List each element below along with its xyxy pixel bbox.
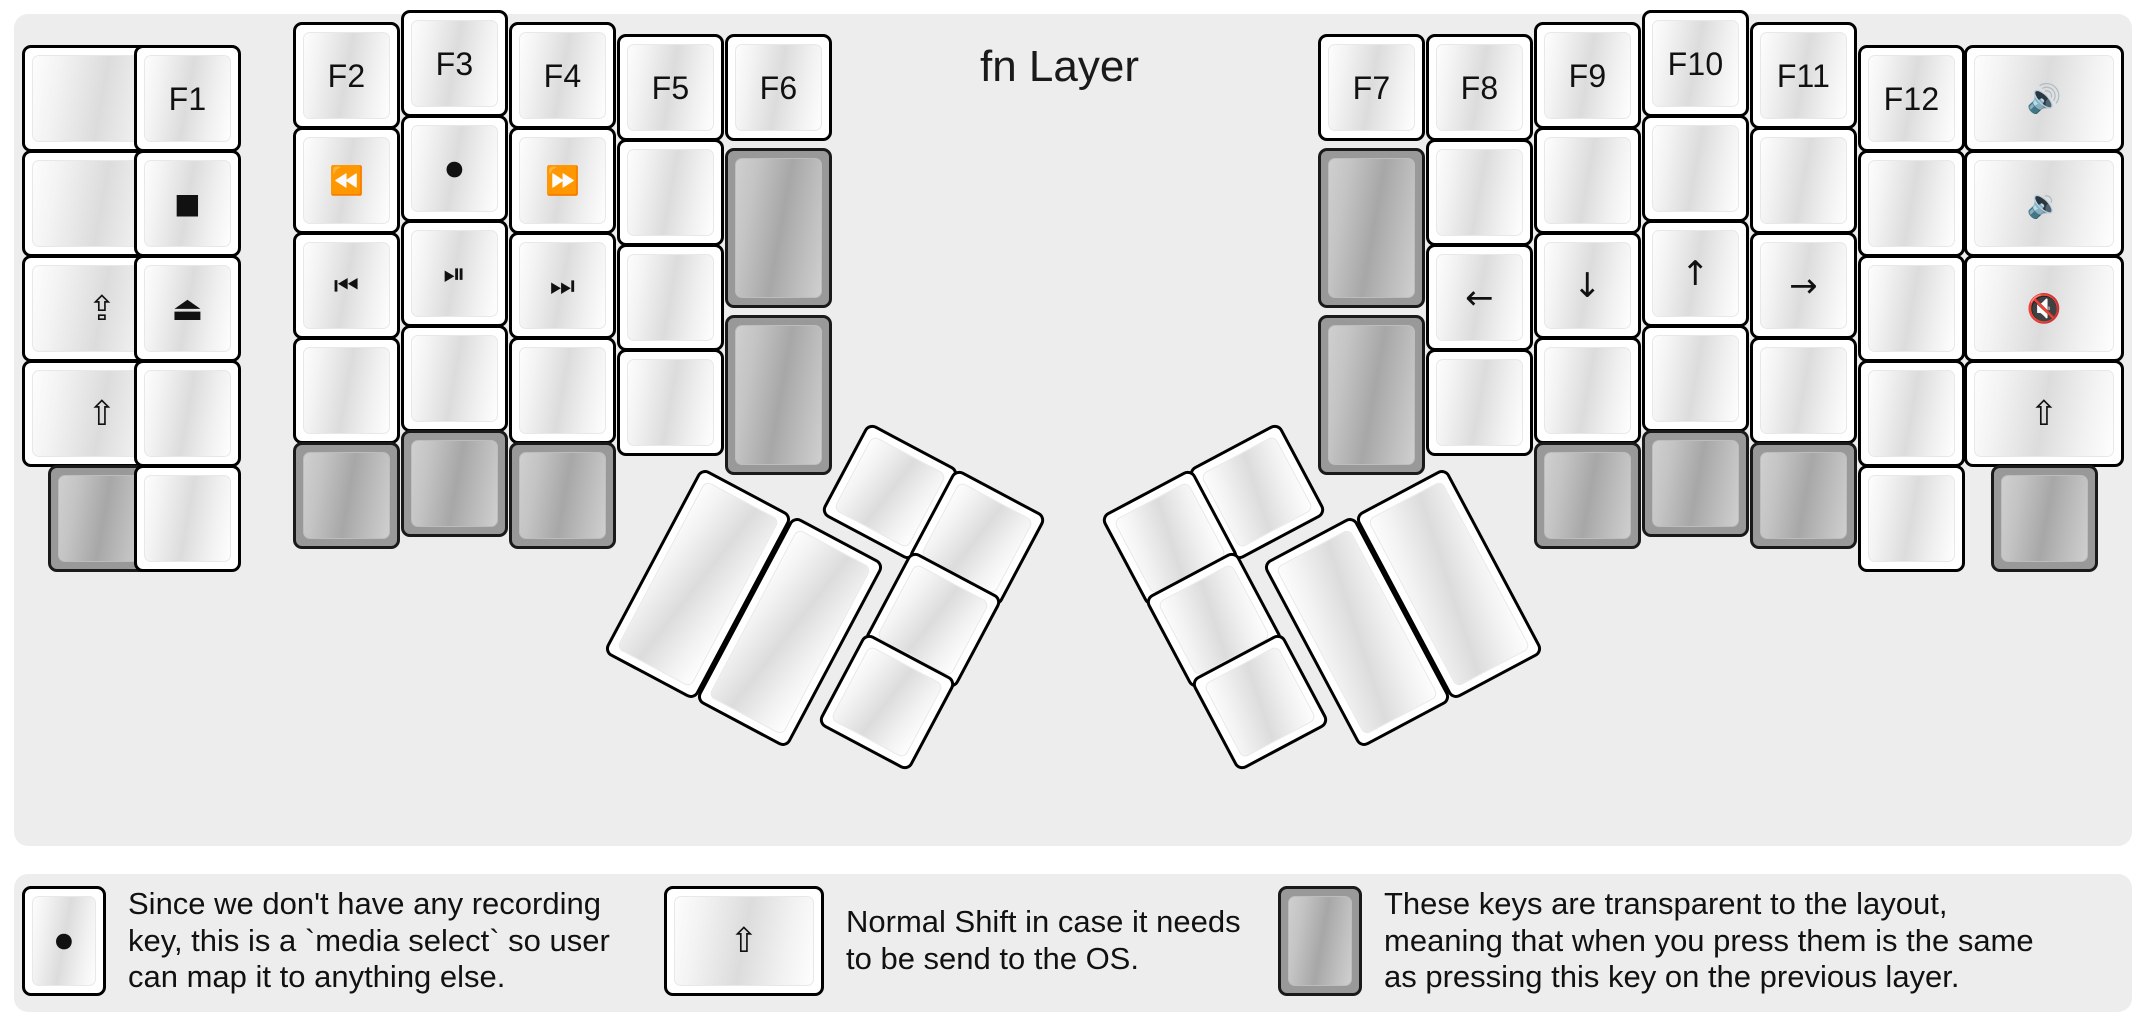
key-right-c5-r2[interactable] xyxy=(1858,255,1965,362)
key-right-c6-r0-volume-up[interactable]: 🔊 xyxy=(1964,45,2124,152)
key-left-c3-r4-transparent[interactable] xyxy=(401,430,508,537)
key-left-c6-r1-transparent[interactable] xyxy=(725,148,832,308)
key-right-c2-r4-transparent[interactable] xyxy=(1534,442,1641,549)
key-left-c1-r3[interactable] xyxy=(134,360,241,467)
key-right-c4-r0-f11[interactable]: F11 xyxy=(1750,22,1857,129)
key-left-c5-r1[interactable] xyxy=(617,139,724,246)
legend-item-1: ⇧ Normal Shift in case it needs to be se… xyxy=(664,886,1241,996)
key-right-c1-r0-f8[interactable]: F8 xyxy=(1426,34,1533,141)
key-left-c5-r0-f5[interactable]: F5 xyxy=(617,34,724,141)
key-right-c6-r1-volume-down[interactable]: 🔉 xyxy=(1964,150,2124,257)
legend-panel xyxy=(14,874,2132,1012)
legend-key-transparent xyxy=(1278,886,1362,996)
key-left-c2-r1-rewind[interactable]: ⏪ xyxy=(293,127,400,234)
key-right-c2-r2-arrow-down[interactable]: ↓ xyxy=(1534,232,1641,339)
key-left-c1-r1-stop[interactable]: ■ xyxy=(134,150,241,257)
key-left-c3-r3[interactable] xyxy=(401,325,508,432)
key-right-c4-r4-transparent[interactable] xyxy=(1750,442,1857,549)
key-left-c4-r3[interactable] xyxy=(509,337,616,444)
key-left-c2-r3[interactable] xyxy=(293,337,400,444)
key-right-c2-r0-f9[interactable]: F9 xyxy=(1534,22,1641,129)
key-right-c3-r0-f10[interactable]: F10 xyxy=(1642,10,1749,117)
key-left-c3-r1-record[interactable]: ⏺ xyxy=(401,115,508,222)
key-left-c1-r2-eject[interactable]: ⏏ xyxy=(134,255,241,362)
key-left-c1-r4[interactable] xyxy=(134,465,241,572)
key-right-c3-r4-transparent[interactable] xyxy=(1642,430,1749,537)
key-right-c6-r3-shift[interactable]: ⇧ xyxy=(1964,360,2124,467)
key-right-c1-r1[interactable] xyxy=(1426,139,1533,246)
key-right-c6-r2-volume-mute[interactable]: 🔇 xyxy=(1964,255,2124,362)
key-right-c3-r3[interactable] xyxy=(1642,325,1749,432)
key-right-c1-r3[interactable] xyxy=(1426,349,1533,456)
key-right-c5-r1[interactable] xyxy=(1858,150,1965,257)
page-title: fn Layer xyxy=(980,42,1139,91)
key-left-c4-r0-f4[interactable]: F4 xyxy=(509,22,616,129)
key-right-c2-r3[interactable] xyxy=(1534,337,1641,444)
key-right-c4-r2-arrow-right[interactable]: → xyxy=(1750,232,1857,339)
key-left-c6-r0-f6[interactable]: F6 xyxy=(725,34,832,141)
key-right-c0-r0-f7[interactable]: F7 xyxy=(1318,34,1425,141)
key-left-c5-r2[interactable] xyxy=(617,244,724,351)
key-right-c2-r1[interactable] xyxy=(1534,127,1641,234)
key-right-c5-r0-f12[interactable]: F12 xyxy=(1858,45,1965,152)
key-left-c2-r2-previous-track[interactable]: ⏮ xyxy=(293,232,400,339)
key-left-c4-r4-transparent[interactable] xyxy=(509,442,616,549)
key-left-c3-r0-f3[interactable]: F3 xyxy=(401,10,508,117)
key-left-c1-r0-f1[interactable]: F1 xyxy=(134,45,241,152)
key-right-c0-r1-transparent[interactable] xyxy=(1318,148,1425,308)
key-left-c3-r2-play-pause[interactable]: ⏯ xyxy=(401,220,508,327)
key-right-c4-r1[interactable] xyxy=(1750,127,1857,234)
key-right-c1-r2-arrow-left[interactable]: ← xyxy=(1426,244,1533,351)
legend-key-shift: ⇧ xyxy=(664,886,824,996)
key-left-c2-r0-f2[interactable]: F2 xyxy=(293,22,400,129)
key-left-c6-r2-transparent[interactable] xyxy=(725,315,832,475)
key-left-c4-r1-fast-forward[interactable]: ⏩ xyxy=(509,127,616,234)
key-right-c6-r4-transparent[interactable] xyxy=(1991,465,2098,572)
key-left-c5-r3[interactable] xyxy=(617,349,724,456)
legend-text-2: These keys are transparent to the layout… xyxy=(1384,886,2034,995)
key-left-c2-r4-transparent[interactable] xyxy=(293,442,400,549)
legend-text-1: Normal Shift in case it needs to be send… xyxy=(846,904,1241,976)
key-right-c4-r3[interactable] xyxy=(1750,337,1857,444)
legend-item-2: These keys are transparent to the layout… xyxy=(1278,886,2034,996)
key-right-c0-r2-transparent[interactable] xyxy=(1318,315,1425,475)
key-right-c3-r2-arrow-up[interactable]: ↑ xyxy=(1642,220,1749,327)
legend-key-record: ⏺ xyxy=(22,886,106,996)
key-right-c5-r3[interactable] xyxy=(1858,360,1965,467)
legend-text-0: Since we don't have any recording key, t… xyxy=(128,886,610,995)
key-left-c4-r2-next-track[interactable]: ⏭ xyxy=(509,232,616,339)
key-right-c5-r4[interactable] xyxy=(1858,465,1965,572)
key-right-c3-r1[interactable] xyxy=(1642,115,1749,222)
legend-item-0: ⏺ Since we don't have any recording key,… xyxy=(22,886,610,996)
